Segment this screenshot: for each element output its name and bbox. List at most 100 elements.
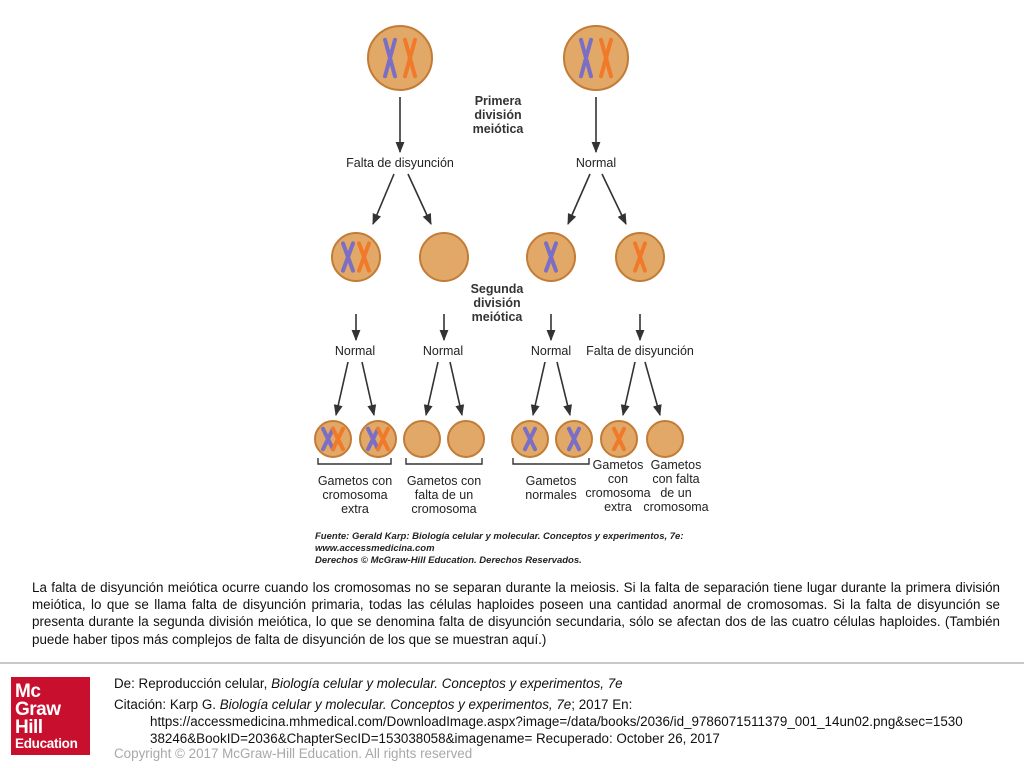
cell-membrane bbox=[367, 25, 433, 91]
chromatid bbox=[376, 426, 390, 452]
gametes-normal-line1: Gametos bbox=[526, 474, 577, 488]
citation-url[interactable]: https://accessmedicina.mhmedical.com/Dow… bbox=[150, 713, 1020, 747]
gamete-1 bbox=[314, 420, 352, 458]
gamete-6 bbox=[555, 420, 593, 458]
gametes-normal-line2: normales bbox=[525, 488, 576, 502]
chromatid bbox=[567, 426, 581, 452]
normal-first-label: Normal bbox=[576, 156, 616, 170]
normal-second-label-1: Normal bbox=[335, 344, 375, 358]
citation-suffix: ; 2017 En: bbox=[571, 697, 633, 712]
arrow bbox=[449, 361, 465, 417]
secondary-cell-1 bbox=[331, 232, 381, 282]
chromatid bbox=[383, 37, 397, 79]
citation-url-line2: 38246&BookID=2036&ChapterSecID=153038058… bbox=[150, 731, 720, 746]
cell-membrane bbox=[419, 232, 469, 282]
gametes-missing-line1: Gametos con bbox=[407, 474, 481, 488]
second-division-label-line2: división bbox=[473, 296, 520, 310]
arrow bbox=[407, 173, 432, 226]
gametes-secondary-extra-line4: extra bbox=[604, 500, 632, 514]
chromatid bbox=[341, 241, 355, 273]
cell-membrane bbox=[359, 420, 397, 458]
gametes-secondary-extra-line1: Gametos bbox=[593, 458, 644, 472]
bracket-extra bbox=[317, 458, 392, 465]
chromatid bbox=[544, 241, 558, 273]
bracket-normal bbox=[512, 458, 590, 465]
chromatid bbox=[523, 426, 537, 452]
parent-cell-right bbox=[563, 25, 629, 91]
arrow bbox=[361, 361, 377, 417]
arrow bbox=[644, 361, 662, 417]
arrow bbox=[556, 361, 572, 417]
gametes-extra-line2: cromosoma bbox=[322, 488, 387, 502]
arrow bbox=[601, 173, 627, 226]
nondisjunction-first-label: Falta de disyunción bbox=[346, 156, 454, 170]
arrow bbox=[567, 173, 591, 226]
meiotic-nondisjunction-diagram: Primera división meiótica Segunda divisi… bbox=[300, 22, 710, 567]
figure-caption: La falta de disyunción meiótica ocurre c… bbox=[32, 580, 1000, 647]
cell-membrane bbox=[331, 232, 381, 282]
citation-book-title: Biología celular y molecular. Conceptos … bbox=[219, 697, 572, 712]
logo-word-education: Education bbox=[15, 736, 78, 751]
gamete-4 bbox=[447, 420, 485, 458]
cell-membrane bbox=[314, 420, 352, 458]
copyright-notice: Copyright © 2017 McGraw-Hill Education. … bbox=[114, 746, 473, 761]
arrow bbox=[530, 361, 546, 417]
arrow bbox=[423, 361, 439, 417]
cell-membrane bbox=[403, 420, 441, 458]
bracket-missing bbox=[405, 458, 483, 465]
chromatid bbox=[331, 426, 345, 452]
chromatid bbox=[366, 426, 380, 452]
logo-word-mc: Mc bbox=[15, 681, 41, 702]
cell-membrane bbox=[563, 25, 629, 91]
gametes-secondary-missing-line4: cromosoma bbox=[643, 500, 708, 514]
cell-membrane bbox=[447, 420, 485, 458]
gametes-secondary-missing-line2: con falta bbox=[652, 472, 699, 486]
gamete-7 bbox=[600, 420, 638, 458]
chromatid bbox=[357, 241, 371, 273]
source-book-title: Biología celular y molecular. Conceptos … bbox=[271, 676, 623, 691]
chromatid bbox=[612, 426, 626, 452]
cells-layer bbox=[314, 25, 684, 458]
secondary-cell-4 bbox=[615, 232, 665, 282]
gametes-missing-line3: cromosoma bbox=[411, 502, 476, 516]
second-division-label-line1: Segunda bbox=[471, 282, 525, 296]
gamete-2 bbox=[359, 420, 397, 458]
gametes-secondary-missing-line1: Gametos bbox=[651, 458, 702, 472]
citation-prefix: Citación: Karp G. bbox=[114, 697, 220, 712]
arrow bbox=[620, 361, 636, 417]
citation-line: Citación: Karp G. Biología celular y mol… bbox=[114, 696, 1014, 713]
cell-membrane bbox=[646, 420, 684, 458]
gamete-5 bbox=[511, 420, 549, 458]
gametes-secondary-extra-line2: con bbox=[608, 472, 628, 486]
arrow bbox=[333, 361, 349, 417]
arrows-layer bbox=[333, 97, 662, 417]
first-division-label-line2: división bbox=[474, 108, 521, 122]
source-line3: Derechos © McGraw-Hill Education. Derech… bbox=[315, 555, 582, 566]
logo-word-hill: Hill bbox=[15, 717, 43, 738]
source-line2: www.accessmedicina.com bbox=[315, 543, 435, 554]
citation-url-line1: https://accessmedicina.mhmedical.com/Dow… bbox=[150, 714, 963, 729]
source-line1: Fuente: Gerald Karp: Biología celular y … bbox=[315, 531, 684, 542]
chromatid bbox=[403, 37, 417, 79]
footer-divider bbox=[0, 662, 1024, 664]
first-division-label-line1: Primera bbox=[475, 94, 523, 108]
arrow bbox=[372, 173, 395, 226]
diagram-canvas: Primera división meiótica Segunda divisi… bbox=[314, 25, 709, 566]
source-reference: De: Reproducción celular, Biología celul… bbox=[114, 675, 623, 692]
logo-word-graw: Graw bbox=[15, 699, 61, 720]
gametes-extra-line3: extra bbox=[341, 502, 369, 516]
gametes-missing-line2: falta de un bbox=[415, 488, 473, 502]
gamete-8 bbox=[646, 420, 684, 458]
normal-second-label-2: Normal bbox=[423, 344, 463, 358]
mcgraw-hill-education-logo: Mc Graw Hill Education bbox=[11, 677, 90, 755]
gametes-secondary-extra-line3: cromosoma bbox=[585, 486, 650, 500]
nondisjunction-second-label: Falta de disyunción bbox=[586, 344, 694, 358]
chromatid bbox=[633, 241, 647, 273]
secondary-cell-2 bbox=[419, 232, 469, 282]
source-prefix: De: Reproducción celular, bbox=[114, 676, 272, 691]
second-division-label-line3: meiótica bbox=[472, 310, 524, 324]
gametes-secondary-missing-line3: de un bbox=[660, 486, 691, 500]
chromatid bbox=[321, 426, 335, 452]
gamete-3 bbox=[403, 420, 441, 458]
parent-cell-left bbox=[367, 25, 433, 91]
